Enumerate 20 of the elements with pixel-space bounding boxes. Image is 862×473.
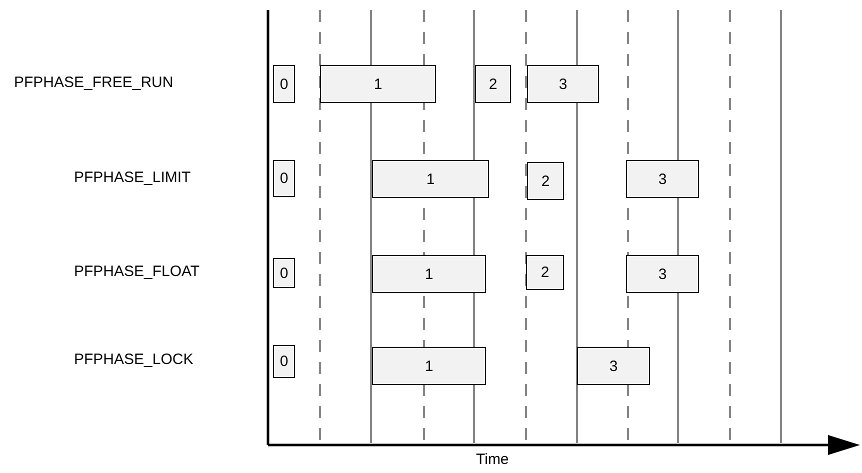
phase-box: 2 [526,255,564,290]
axis-label: Time [476,451,509,468]
row-label: PFPHASE_LIMIT [74,169,191,186]
row-label: PFPHASE_FLOAT [74,263,200,280]
phase-box: 3 [577,347,650,385]
phase-box: 0 [273,345,295,378]
phase-box: 0 [273,65,295,103]
phase-box: 2 [527,162,564,200]
phase-box: 1 [372,160,489,198]
phase-box: 3 [626,255,699,293]
phase-box: 0 [273,258,295,288]
phase-box: 2 [475,65,511,103]
phase-box: 3 [626,160,699,198]
phase-box: 3 [527,65,599,103]
row-label: PFPHASE_LOCK [74,351,194,368]
row-label: PFPHASE_FREE_RUN [14,74,174,91]
phase-box: 0 [273,160,295,197]
phase-box: 1 [320,65,436,103]
phase-box: 1 [372,347,486,385]
phase-box: 1 [372,255,486,293]
